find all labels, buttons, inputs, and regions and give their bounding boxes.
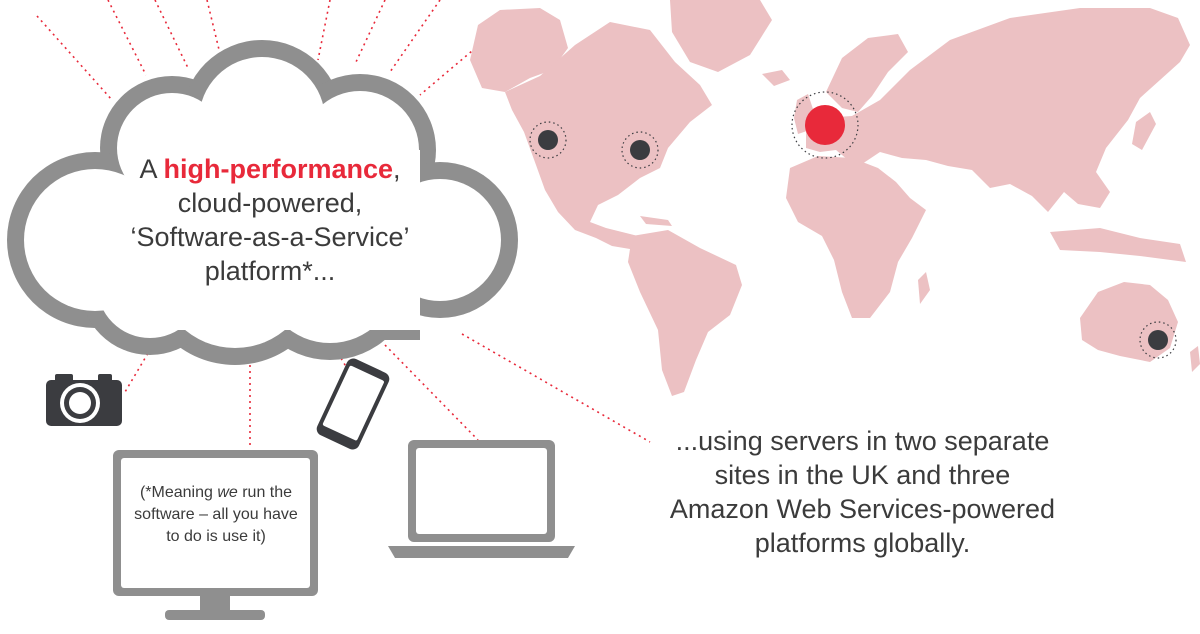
servers-caption: ...using servers in two separate sites i…: [640, 424, 1085, 560]
map-north-america: [505, 22, 712, 250]
monitor-icon: [113, 450, 318, 620]
marker-us-east: [630, 140, 650, 160]
map-africa: [786, 156, 926, 318]
caption-line-4: platforms globally.: [754, 528, 971, 558]
map-australia: [1080, 282, 1178, 362]
cloud-highlight: high-performance: [163, 154, 394, 184]
map-iceland: [762, 70, 790, 86]
marker-ring-australia: [1139, 321, 1177, 359]
caption-line-2: sites in the UK and three: [714, 460, 1011, 490]
cloud-line-3: ‘Software-as-a-Service’: [130, 222, 410, 252]
map-eurasia: [806, 8, 1190, 212]
smartphone-icon: [316, 358, 390, 450]
marker-us-west: [538, 130, 558, 150]
map-caribbean: [640, 216, 672, 226]
map-madagascar: [918, 272, 930, 304]
cloud-icon: [7, 40, 518, 365]
cloud-heading: A high-performance, cloud-powered, ‘Soft…: [95, 152, 445, 288]
map-south-america: [628, 230, 742, 396]
marker-ring-uk: [791, 91, 859, 159]
map-alaska: [470, 8, 568, 92]
monitor-footnote: (*Meaning we run the software – all you …: [134, 484, 298, 545]
laptop-icon: [388, 440, 575, 558]
camera-icon: [46, 374, 122, 426]
marker-ring-us-west: [529, 121, 567, 159]
marker-australia: [1148, 330, 1168, 350]
cloud-line-1: A high-performance,: [139, 154, 401, 184]
cloud-line-2: cloud-powered,: [177, 188, 363, 218]
server-markers: [529, 91, 1177, 359]
marker-ring-us-east: [621, 131, 659, 169]
map-new-zealand: [1190, 346, 1200, 372]
map-scandinavia: [826, 34, 908, 112]
world-map: [470, 0, 1200, 396]
caption-line-3: Amazon Web Services-powered: [669, 494, 1056, 524]
connector-lines: [36, 0, 651, 447]
map-indonesia: [1050, 228, 1186, 262]
footnote-emphasis: we: [217, 484, 238, 501]
map-japan: [1132, 112, 1156, 150]
caption-line-1: ...using servers in two separate: [675, 426, 1050, 456]
cloud-line-4: platform*...: [204, 256, 336, 286]
map-greenland: [670, 0, 772, 72]
marker-uk: [805, 105, 845, 145]
